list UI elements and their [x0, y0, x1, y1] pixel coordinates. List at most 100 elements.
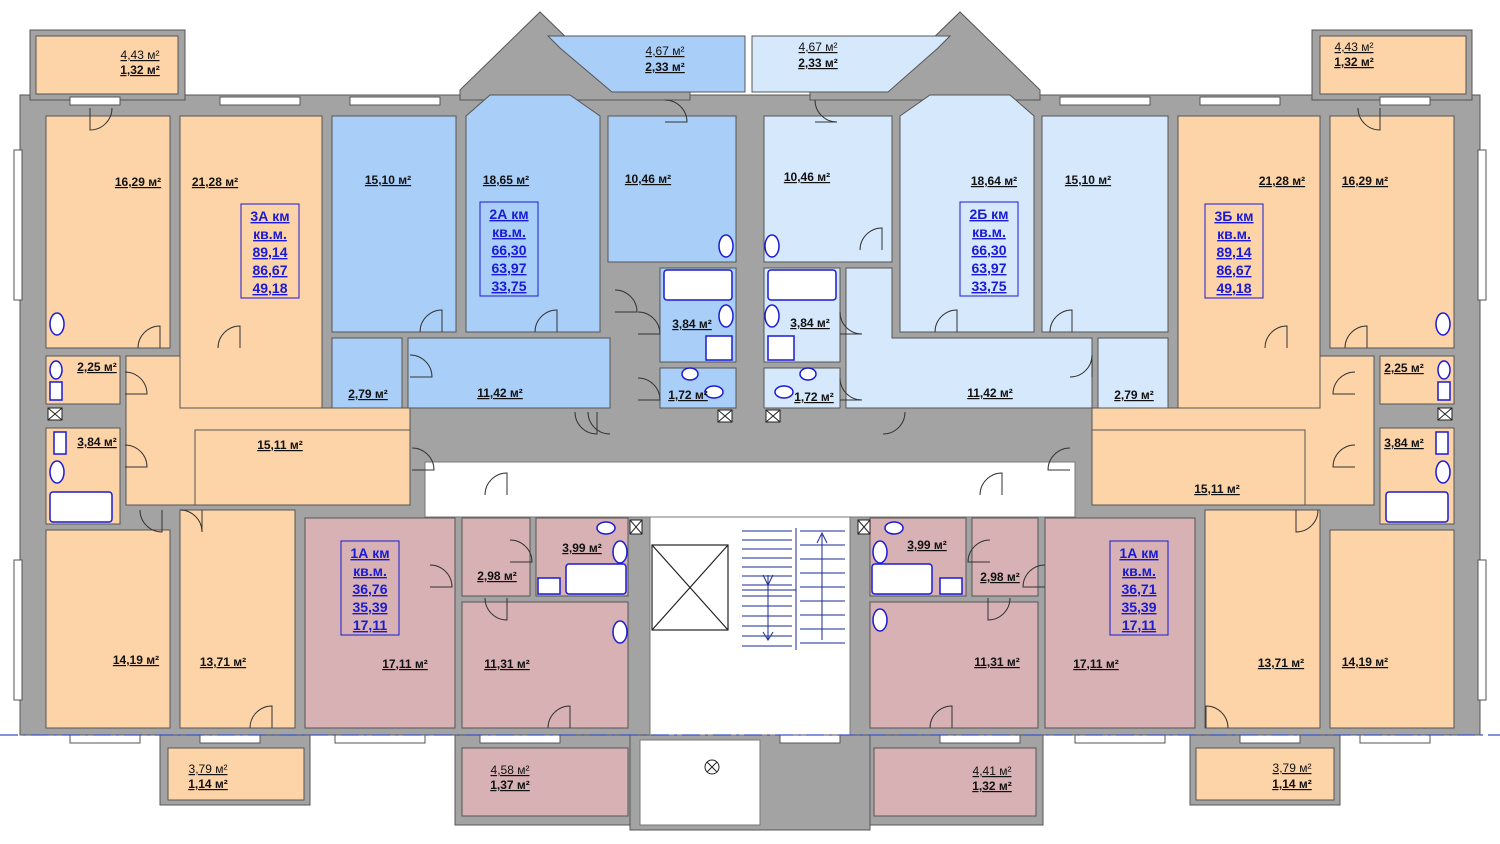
room-area: 15,11 м² [1194, 482, 1240, 496]
room-area: 3,84 м² [77, 435, 117, 449]
balcony [873, 747, 1037, 817]
room-area: 1,14 м² [1272, 777, 1312, 791]
balcony [35, 35, 179, 95]
apartment-unit: кв.м. [1217, 226, 1251, 242]
ventilation-shaft-icon [47, 407, 1453, 535]
room-area: 1,72 м² [668, 388, 708, 402]
apartment-unit: кв.м. [972, 224, 1006, 240]
elevator-shaft-icon [651, 544, 729, 631]
room-area: 11,42 м² [967, 386, 1013, 400]
apartment-area: 35,39 [352, 599, 387, 615]
apartment-area: 63,97 [971, 260, 1006, 276]
room-area: 2,79 м² [1114, 388, 1154, 402]
room-area: 18,65 м² [483, 173, 529, 187]
balcony [751, 35, 952, 93]
room-area: 11,42 м² [477, 386, 523, 400]
apartment-code: 3А км [250, 208, 289, 224]
apartment-code: 1А км [1119, 545, 1158, 561]
apartment-code: 2А км [489, 206, 528, 222]
apartment-label-frame [1204, 203, 1264, 299]
bathtub-icon [49, 269, 1449, 595]
toilet-icon [49, 360, 1451, 535]
room-area: 3,99 м² [907, 538, 947, 552]
apartment-area: 86,67 [1216, 262, 1251, 278]
apartment-area: 35,39 [1121, 599, 1156, 615]
room-area: 2,98 м² [477, 569, 517, 583]
apartment-living-area: 33,75 [971, 278, 1006, 294]
apartment-label-frame [240, 203, 300, 299]
stairs-icon [742, 528, 845, 650]
balcony [1319, 35, 1467, 95]
apartment-total-area: 36,76 [352, 581, 387, 597]
ventilation-marker-icon [704, 759, 720, 775]
room-area: 4,67 м² [799, 40, 838, 54]
room-area: 18,64 м² [971, 174, 1017, 188]
room-area: 17,11 м² [382, 657, 428, 671]
apartment-total-area: 66,30 [491, 242, 526, 258]
window-icon [13, 96, 1487, 744]
room-area: 21,28 м² [1259, 174, 1305, 188]
room-area: 3,79 м² [1273, 761, 1312, 775]
apartment-labels: 3А км кв.м. 89,14 86,67 49,18 2А км кв.м… [240, 201, 1264, 636]
apartment-code: 1А км [350, 545, 389, 561]
room-area: 1,32 м² [120, 63, 160, 77]
apartment-living-area: 49,18 [252, 280, 287, 296]
room-area: 1,14 м² [188, 777, 228, 791]
room-area: 15,10 м² [1065, 173, 1111, 187]
apartment-area: 86,67 [252, 262, 287, 278]
apartment-total-area: 66,30 [971, 242, 1006, 258]
apartment-unit: кв.м. [492, 224, 526, 240]
apartment-total-area: 36,71 [1121, 581, 1156, 597]
room-area: 15,11 м² [257, 438, 303, 452]
room-area: 4,67 м² [646, 44, 685, 58]
apartment-total-area: 89,14 [252, 244, 287, 260]
apartment-unit: кв.м. [253, 226, 287, 242]
apartment-living-area: 17,11 [1122, 617, 1156, 633]
balcony [1195, 747, 1335, 801]
apartment-living-area: 17,11 [353, 617, 387, 633]
room-area: 14,19 м² [1342, 655, 1388, 669]
room-area: 11,31 м² [974, 655, 1020, 669]
room-area: 2,33 м² [798, 56, 838, 70]
room-area: 4,43 м² [121, 48, 160, 62]
room-area: 1,37 м² [490, 778, 530, 792]
apartment-unit: кв.м. [1122, 563, 1156, 579]
room-area: 11,31 м² [484, 657, 530, 671]
room-area: 2,25 м² [77, 360, 117, 374]
sink-icon [49, 234, 1451, 644]
apartment-living-area: 33,75 [491, 278, 526, 294]
apartment-label-frame [1109, 540, 1169, 636]
room-area: 3,84 м² [790, 316, 830, 330]
apartment-label-frame [959, 201, 1019, 297]
apartment-code: 2Б км [969, 206, 1008, 222]
room-area: 3,79 м² [189, 762, 228, 776]
shower-tray-icon [53, 335, 1449, 595]
balcony [167, 747, 305, 801]
room-area: 16,29 м² [1342, 174, 1388, 188]
room-area: 14,19 м² [113, 653, 159, 667]
room-area: 2,33 м² [645, 60, 685, 74]
room-area: 3,99 м² [562, 541, 602, 555]
room-area: 2,98 м² [980, 570, 1020, 584]
room-area: 21,28 м² [192, 175, 238, 189]
room-area-labels: 4,43 м² 1,32 м² 4,67 м² 2,33 м² 4,67 м² … [77, 40, 1424, 793]
room-area: 1,32 м² [1334, 55, 1374, 69]
room-area: 4,41 м² [973, 764, 1012, 778]
apartment-label-frame [340, 540, 400, 636]
room-area: 3,84 м² [1384, 436, 1424, 450]
apartment-total-area: 89,14 [1216, 244, 1251, 260]
balcony [461, 747, 629, 817]
apartment-area: 63,97 [491, 260, 526, 276]
room-area: 10,46 м² [784, 170, 830, 184]
room-area: 1,32 м² [972, 779, 1012, 793]
room-area: 13,71 м² [200, 655, 246, 669]
room-area: 4,58 м² [491, 763, 530, 777]
room-area: 3,84 м² [672, 317, 712, 331]
room-area: 15,10 м² [365, 173, 411, 187]
apartment-label-frame [479, 201, 539, 297]
apartment-unit: кв.м. [353, 563, 387, 579]
room-area: 1,72 м² [794, 390, 834, 404]
room-area: 4,43 м² [1335, 40, 1374, 54]
room-area: 13,71 м² [1258, 656, 1304, 670]
apartment-living-area: 49,18 [1216, 280, 1251, 296]
